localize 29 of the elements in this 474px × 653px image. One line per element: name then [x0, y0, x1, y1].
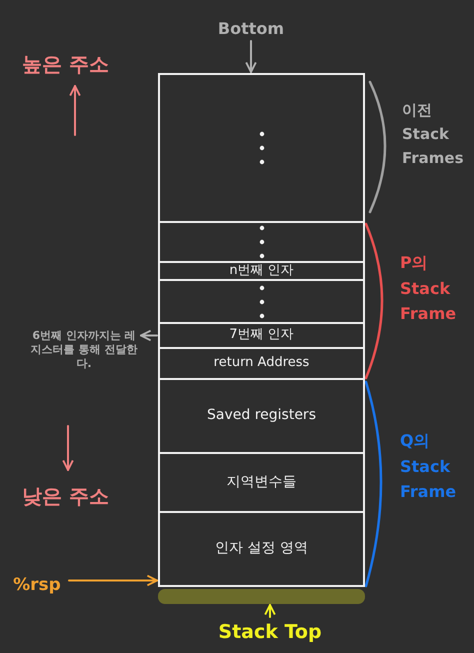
cell-label: 7번째 인자 — [229, 327, 294, 344]
leader-line — [140, 330, 158, 342]
arrow — [245, 40, 257, 73]
memory-cell — [158, 261, 365, 281]
memory-cell — [158, 322, 365, 349]
annotation-text: Bottom — [218, 19, 284, 39]
cell-label: n번째 인자 — [229, 262, 294, 280]
arrow — [264, 604, 276, 618]
cell-label: 지역변수들 — [226, 474, 296, 492]
frame-label: P의 Stack Frame — [400, 252, 458, 326]
memory-cell — [158, 221, 365, 263]
note-text: 6번째 인자까지는 레지스터를 통해 전달한다. — [30, 329, 138, 371]
memory-cell — [158, 452, 365, 513]
cell-label: Saved registers — [207, 407, 316, 425]
frame-label: 이전 Stack Frames — [402, 100, 465, 169]
memory-cell — [158, 511, 365, 587]
annotation-text: Stack Top — [218, 621, 322, 645]
cell-label: return Address — [214, 355, 310, 372]
frame-label: Q의 Stack Frame — [400, 430, 458, 504]
memory-cell — [158, 347, 365, 380]
arrow — [68, 574, 158, 586]
memory-cell — [158, 279, 365, 324]
memory-cell — [158, 73, 365, 223]
address-label: 높은 주소 — [22, 51, 110, 78]
stack-top-bar — [158, 589, 365, 604]
address-label: 낮은 주소 — [22, 483, 110, 510]
annotation-text: %rsp — [13, 575, 61, 597]
memory-cell — [158, 378, 365, 454]
cell-label: 인자 설정 영역 — [215, 540, 308, 558]
